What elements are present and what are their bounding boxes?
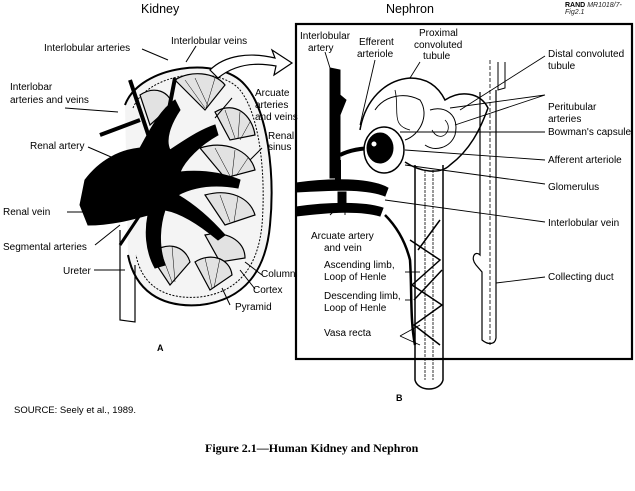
label-bowmans-capsule: Bowman's capsule [548,127,632,138]
label-descending-line2: Loop of Henle [324,303,387,314]
label-pyramid: Pyramid [235,302,272,313]
label-proximal-line3: tubule [423,51,451,62]
figure-caption: Figure 2.1—Human Kidney and Nephron [205,441,419,455]
label-arcuate-kidney-line1: Arcuate [255,88,290,99]
kidney-drawing [64,45,294,323]
label-renal-sinus-line2: sinus [268,142,292,153]
panel-letter-b: B [396,393,403,403]
label-interlobar-line2: arteries and veins [10,95,89,106]
reference-id: MR1018/7-Fig2.1 [565,2,622,16]
label-renal-artery: Renal artery [30,141,85,152]
label-distal-line2: tubule [548,61,576,72]
label-column: Column [261,269,296,280]
label-glomerulus: Glomerulus [548,182,600,193]
label-arcuate-kidney-line3: and veins [255,112,298,123]
label-arcuate-kidney-line2: arteries [255,100,289,111]
label-arcuate-nephron-line1: Arcuate artery [311,231,374,242]
label-collecting-duct: Collecting duct [548,272,614,283]
source-note: SOURCE: Seely et al., 1989. [14,405,136,416]
label-interlobular-veins: Interlobular veins [171,36,248,47]
label-cortex: Cortex [253,285,283,296]
label-descending-line1: Descending limb, [324,291,401,302]
label-ascending-line2: Loop of Henle [324,272,387,283]
label-interlobular-vein: Interlobular vein [548,218,620,229]
label-interlobular-artery-line1: Interlobular [300,31,351,42]
label-distal-line1: Distal convoluted [548,49,625,60]
label-renal-sinus-line1: Renal [268,131,295,142]
label-renal-vein: Renal vein [3,207,51,218]
label-peritubular-line2: arteries [548,114,582,125]
label-segmental-arteries: Segmental arteries [3,242,87,253]
kidney-title: Kidney [141,2,180,16]
label-interlobular-artery-line2: artery [308,43,334,54]
label-proximal-line2: convoluted [414,40,463,51]
nephron-title: Nephron [386,2,434,16]
nephron-drawing [295,51,546,390]
label-afferent-arteriole: Afferent arteriole [548,155,622,166]
reference-org: RAND [565,2,586,9]
label-proximal-line1: Proximal [419,28,458,39]
label-interlobar-line1: Interlobar [10,82,53,93]
label-ureter: Ureter [63,266,91,277]
label-efferent-line1: Efferent [359,37,394,48]
label-interlobular-arteries: Interlobular arteries [44,43,131,54]
figure-reference: RAND MR1018/7-Fig2.1 [565,2,635,16]
label-arcuate-nephron-line2: and vein [324,243,362,254]
label-ascending-line1: Ascending limb, [324,260,395,271]
label-vasa-recta: Vasa recta [324,328,372,339]
label-efferent-line2: arteriole [357,49,394,60]
label-peritubular-line1: Peritubular [548,102,597,113]
panel-letter-a: A [157,343,164,353]
